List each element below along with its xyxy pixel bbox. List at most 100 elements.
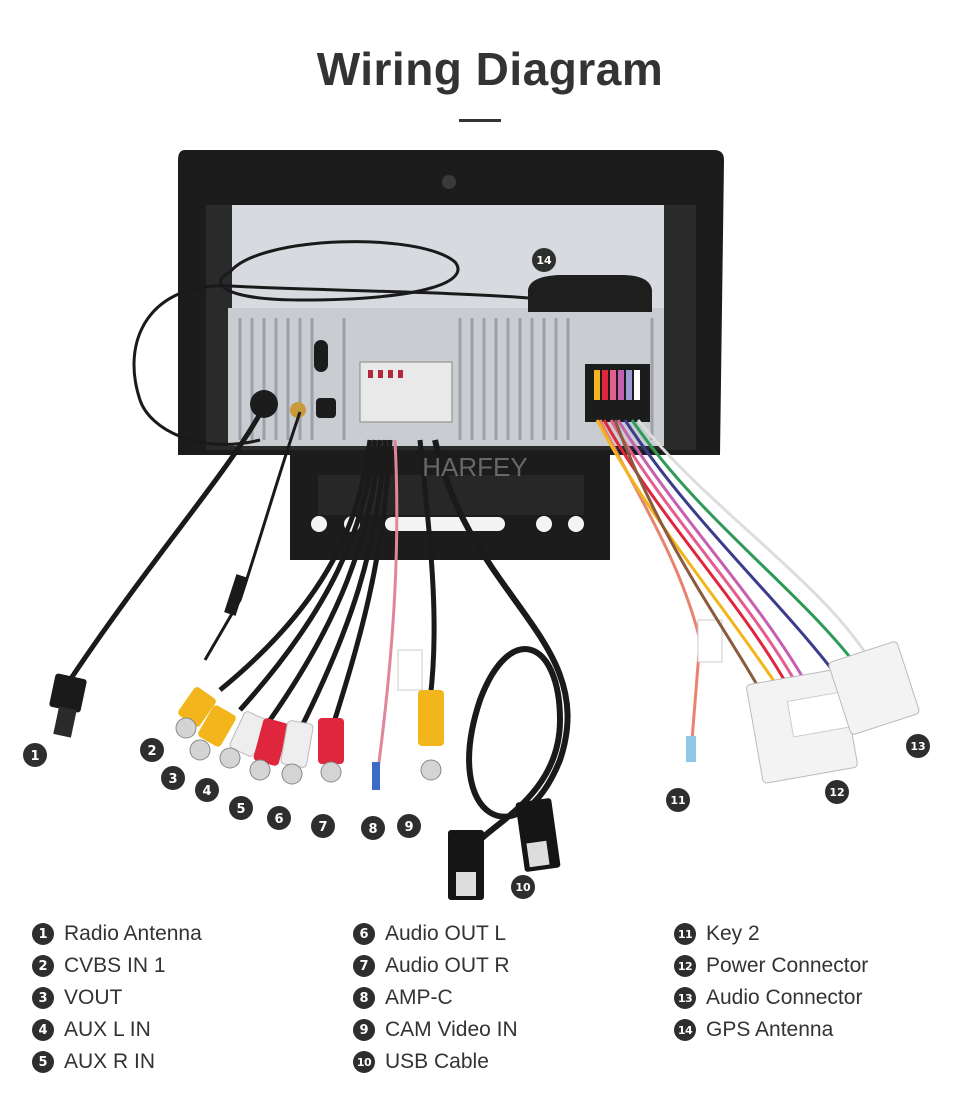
legend-number: 5 [32, 1051, 54, 1073]
heat-sink-fins [238, 318, 654, 440]
amp-c-terminal [372, 762, 380, 790]
legend-number: 13 [674, 987, 696, 1009]
legend-item: 6 Audio OUT L [353, 918, 518, 950]
legend-label: CVBS IN 1 [64, 954, 166, 977]
bracket-hole [536, 516, 552, 532]
title-underline [459, 119, 501, 122]
radio-antenna-plug [49, 673, 87, 713]
bracket-hole [568, 516, 584, 532]
radio-antenna-tip [53, 706, 77, 738]
legend-item: 13 Audio Connector [674, 982, 868, 1014]
watermark: HARFEY [422, 452, 527, 482]
legend-item: 4 AUX L IN [32, 1014, 202, 1046]
callout-9: 9 [397, 814, 421, 838]
legend-number: 10 [353, 1051, 375, 1073]
callout-5: 5 [229, 796, 253, 820]
callout-11: 11 [666, 788, 690, 812]
callout-8-num: 8 [368, 822, 377, 837]
page-title: Wiring Diagram [316, 43, 664, 95]
callout-1: 1 [23, 743, 47, 767]
legend-item: 11 Key 2 [674, 918, 868, 950]
legend-label: GPS Antenna [706, 1018, 834, 1041]
callout-11-num: 11 [670, 794, 685, 807]
rca-plug-vout [189, 705, 236, 761]
legend-number: 1 [32, 923, 54, 945]
callout-1-num: 1 [30, 749, 39, 764]
callout-2: 2 [140, 738, 164, 762]
chassis-slot [314, 340, 328, 372]
power-harness-wires [595, 419, 872, 691]
callout-7: 7 [311, 814, 335, 838]
legend-number: 9 [353, 1019, 375, 1041]
usb-port [316, 398, 336, 418]
rca-plug-cvbs-in-1 [175, 687, 216, 739]
head-unit-wiring-illustration: HARFEY 1 2 3 4 5 6 7 [23, 150, 930, 900]
legend-item: 3 VOUT [32, 982, 202, 1014]
legend-number: 4 [32, 1019, 54, 1041]
legend-item: 1 Radio Antenna [32, 918, 202, 950]
callout-5-num: 5 [236, 802, 245, 817]
legend-item: 10 USB Cable [353, 1046, 518, 1078]
callout-12: 12 [825, 780, 849, 804]
legend-number: 7 [353, 955, 375, 977]
gps-cable-loop [219, 240, 460, 302]
legend-item: 2 CVBS IN 1 [32, 950, 202, 982]
legend-number: 11 [674, 923, 696, 945]
callout-3-num: 3 [168, 772, 177, 787]
legend-item: 14 GPS Antenna [674, 1014, 868, 1046]
center-harness-socket [359, 361, 453, 423]
legend-label: AMP-C [385, 986, 453, 1009]
usb-plug-2 [515, 798, 561, 872]
gps-antenna-puck [528, 275, 652, 312]
key-2-terminal [686, 736, 696, 762]
callout-4: 4 [195, 778, 219, 802]
audio-connector [828, 641, 920, 735]
bracket-hole [311, 516, 327, 532]
rca-plug-aux-l-in [219, 711, 269, 769]
callout-9-num: 9 [404, 820, 413, 835]
usb-plug-2-tip [526, 840, 550, 868]
rca-plug-aux-r-in [249, 718, 289, 781]
legend-label: Audio OUT L [385, 922, 507, 945]
legend-label: Power Connector [706, 954, 869, 977]
rca-cable-bundle [218, 439, 393, 736]
rca-plug-cam-video-in [418, 690, 444, 746]
legend-number: 3 [32, 987, 54, 1009]
legend-number: 2 [32, 955, 54, 977]
legend-label: AUX L IN [64, 1018, 151, 1041]
usb-cable [432, 439, 571, 843]
legend-number: 8 [353, 987, 375, 1009]
rca-plug-cam-tip [420, 759, 442, 781]
callout-8: 8 [361, 816, 385, 840]
callout-4-num: 4 [202, 784, 211, 799]
radio-antenna-cable [67, 408, 265, 682]
right-socket-wires [594, 370, 640, 400]
legend-label: Radio Antenna [64, 922, 202, 945]
legend-item: 8 AMP-C [353, 982, 518, 1014]
gps-cable [132, 284, 529, 446]
legend-number: 14 [674, 1019, 696, 1041]
antenna-port [250, 390, 278, 418]
legend: 1 Radio Antenna 2 CVBS IN 1 3 VOUT 4 AUX L I… [0, 918, 980, 1088]
socket-pins-red [368, 370, 403, 378]
legend-number: 6 [353, 923, 375, 945]
gps-port [290, 402, 306, 418]
rca-plug-audio-out-r [318, 718, 344, 783]
callout-10: 10 [511, 875, 535, 899]
legend-label: USB Cable [385, 1050, 489, 1073]
legend-label: Audio Connector [706, 986, 863, 1009]
legend-column-1: 1 Radio Antenna 2 CVBS IN 1 3 VOUT 4 AUX L I… [32, 918, 202, 1078]
legend-label: VOUT [64, 986, 123, 1009]
callout-12-num: 12 [829, 786, 844, 799]
callout-10-num: 10 [515, 881, 531, 894]
callout-14: 14 [532, 248, 556, 272]
usb-plug-1-tip [456, 872, 476, 896]
legend-label: Key 2 [706, 922, 760, 945]
